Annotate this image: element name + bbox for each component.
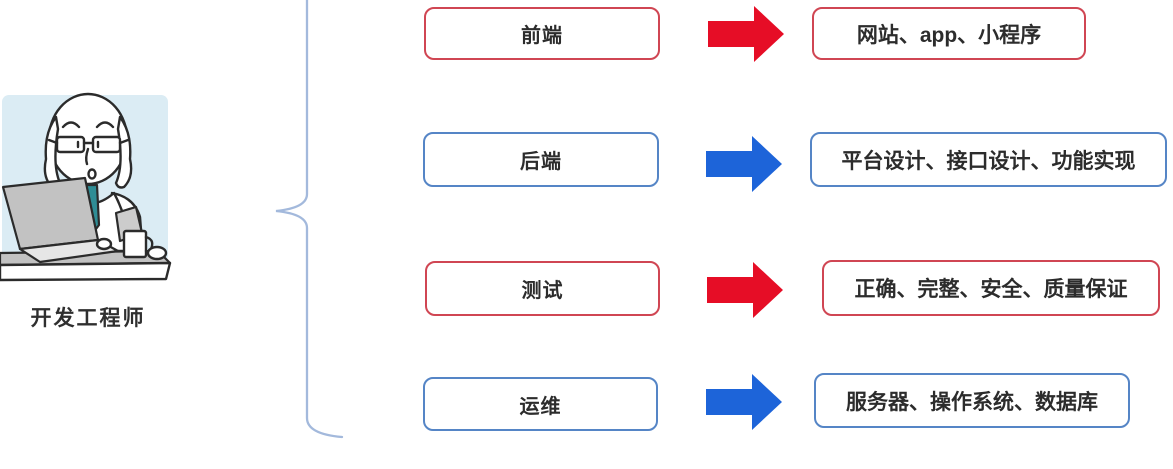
arrow-icon bbox=[706, 374, 782, 430]
category-box-backend: 后端 bbox=[423, 132, 659, 187]
description-box-testing: 正确、完整、安全、质量保证 bbox=[822, 260, 1160, 316]
description-box-operations: 服务器、操作系统、数据库 bbox=[814, 373, 1130, 428]
arrow-icon bbox=[706, 136, 782, 192]
arrow-icon bbox=[707, 262, 783, 318]
category-box-frontend: 前端 bbox=[424, 7, 660, 60]
arrow-icon bbox=[708, 6, 784, 62]
category-box-operations: 运维 bbox=[423, 377, 658, 431]
developer-illustration bbox=[0, 92, 172, 282]
category-box-testing: 测试 bbox=[425, 261, 660, 316]
figure-caption: 开发工程师 bbox=[30, 307, 146, 330]
description-box-frontend: 网站、app、小程序 bbox=[812, 7, 1086, 60]
description-box-backend: 平台设计、接口设计、功能实现 bbox=[810, 132, 1167, 187]
brace-connector bbox=[275, 0, 344, 439]
